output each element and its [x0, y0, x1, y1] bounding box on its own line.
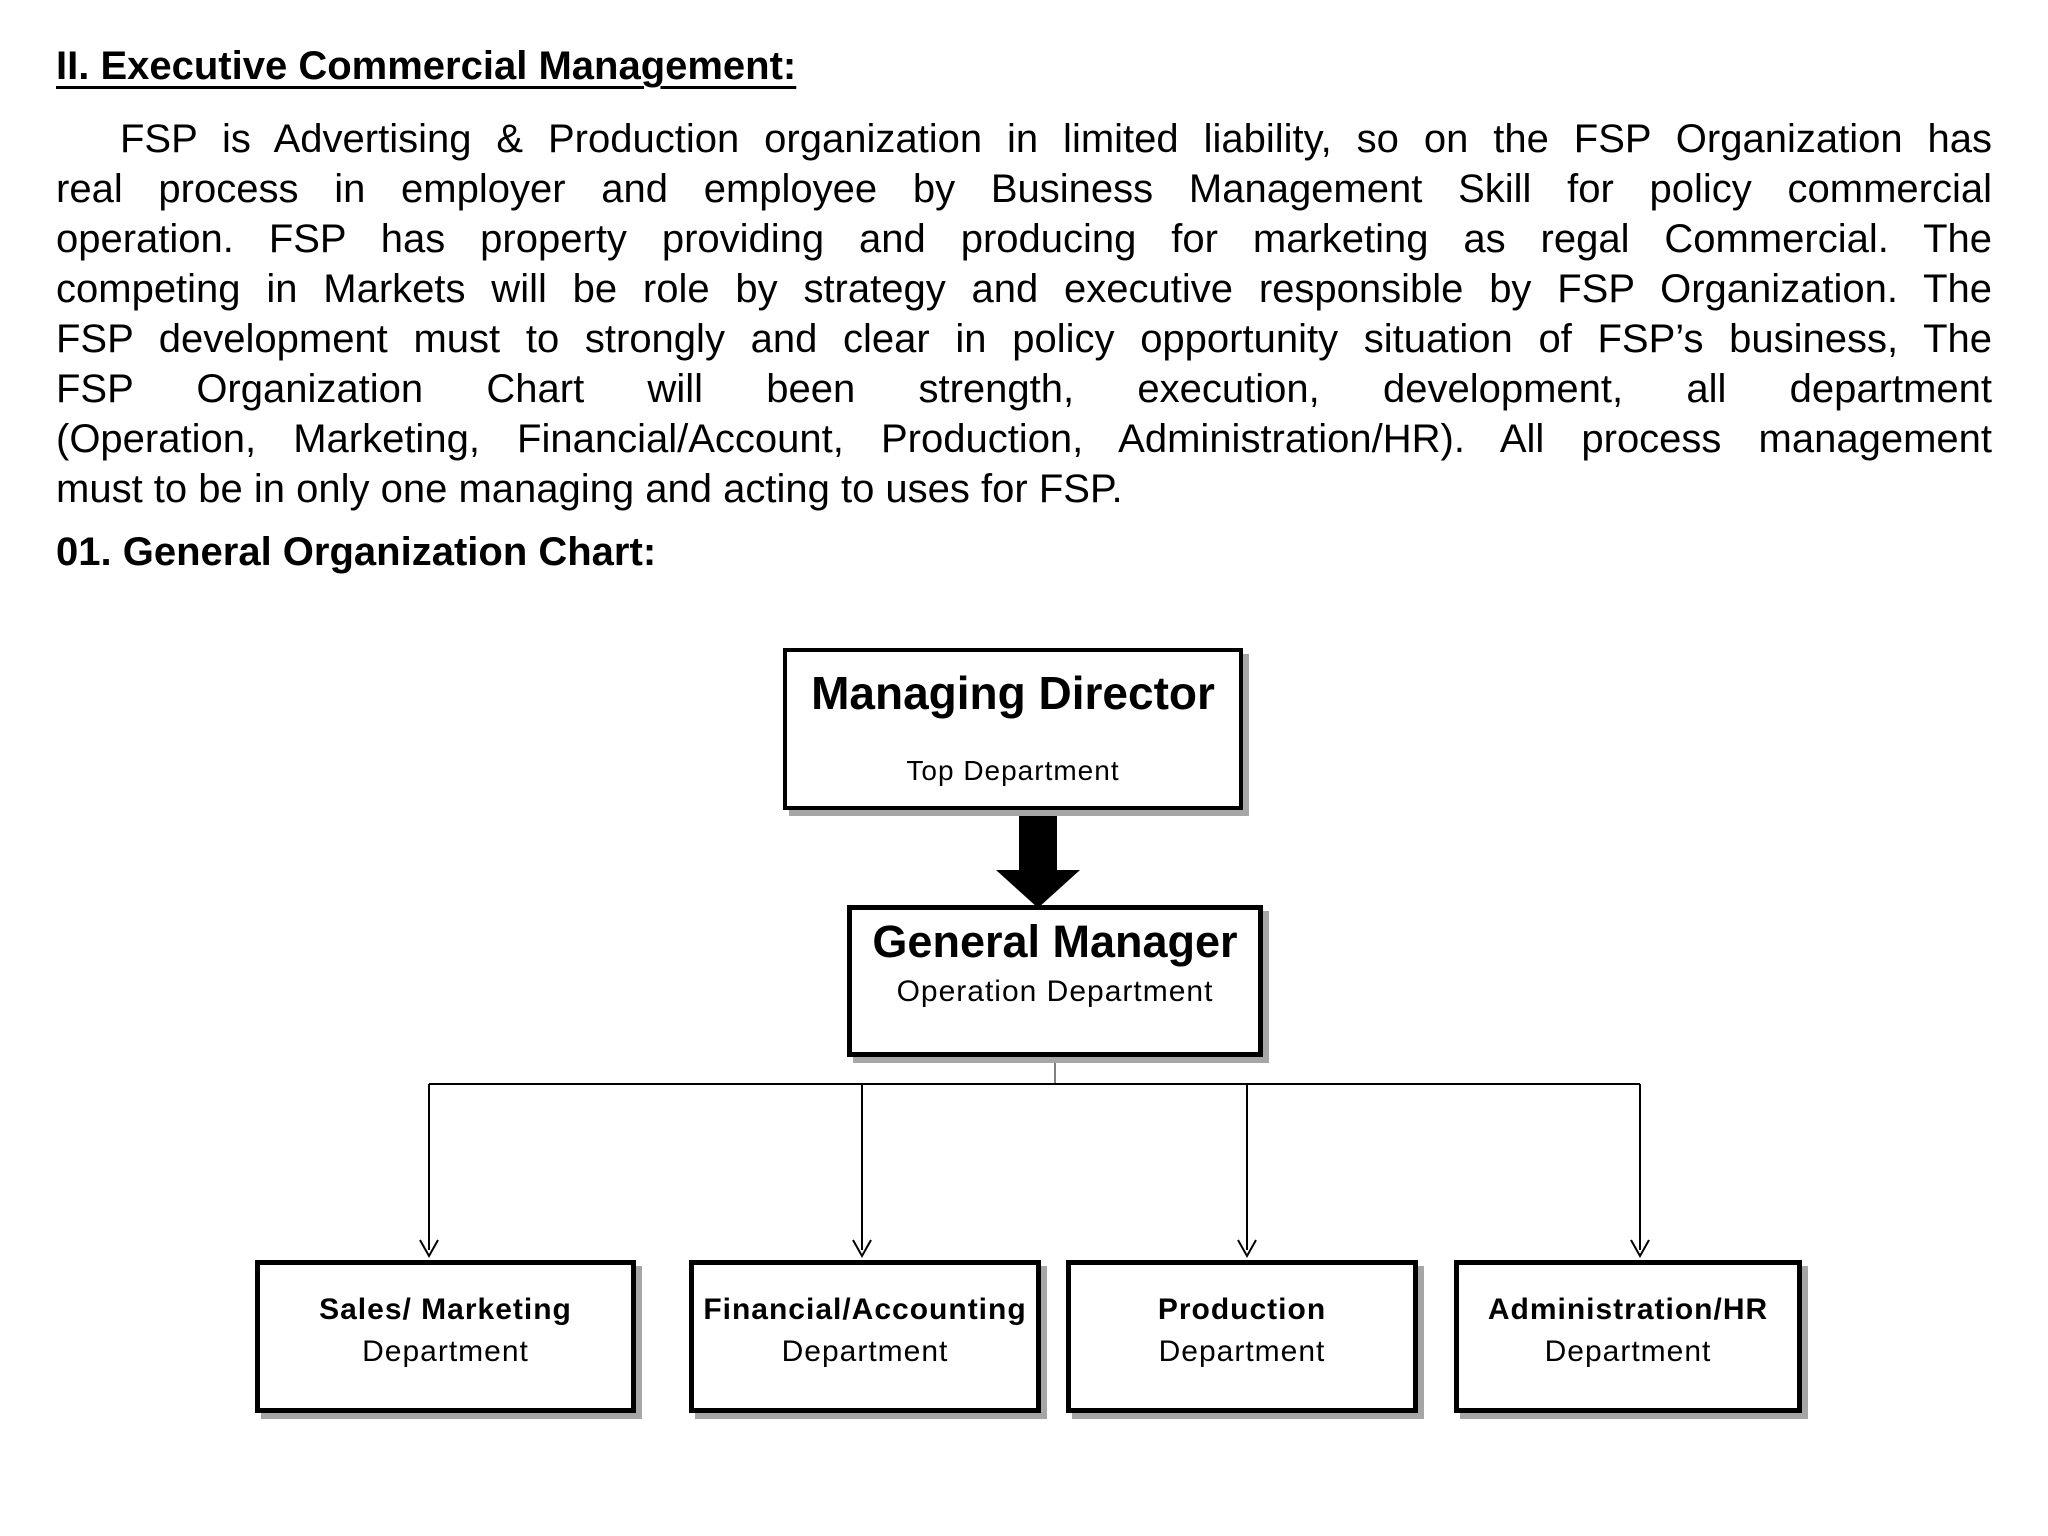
- org-box-managing-director: Managing Director Top Department: [783, 648, 1243, 810]
- org-box-production: Production Department: [1066, 1260, 1418, 1413]
- org-box-subtitle: Department: [1158, 1335, 1326, 1368]
- body-paragraph: FSP is Advertising & Production organiza…: [56, 114, 1992, 514]
- org-box-title: Administration/HR: [1487, 1293, 1769, 1326]
- org-box-general-manager: General Manager Operation Department: [847, 905, 1263, 1057]
- section-heading: II. Executive Commercial Management:: [56, 44, 797, 88]
- down-arrow-icon: [996, 870, 1080, 908]
- paragraph-line: operation. FSP has property providing an…: [56, 217, 1992, 261]
- org-box-subtitle: Department: [1544, 1335, 1712, 1368]
- org-box-title: General Manager: [872, 916, 1238, 967]
- org-box-subtitle: Operation Department: [896, 975, 1214, 1008]
- arrowhead-icon: [419, 1239, 439, 1259]
- arrowhead-icon: [1630, 1239, 1650, 1259]
- org-box-subtitle: Department: [362, 1335, 529, 1368]
- paragraph-line: FSP development must to strongly and cle…: [56, 317, 1992, 361]
- down-arrow-icon: [1019, 812, 1057, 872]
- paragraph-line: FSP Organization Chart will been strengt…: [56, 367, 1992, 411]
- org-box-title: Managing Director: [811, 667, 1215, 719]
- arrowhead-icon: [1237, 1239, 1257, 1259]
- paragraph-line: must to be in only one managing and acti…: [56, 467, 1123, 511]
- org-box-title: Financial/Accounting: [703, 1293, 1027, 1326]
- paragraph-line: real process in employer and employee by…: [56, 167, 1992, 211]
- text-content: II. Executive Commercial Management: FSP…: [0, 0, 2048, 576]
- subsection-heading: 01. General Organization Chart:: [56, 530, 657, 574]
- paragraph-line: (Operation, Marketing, Financial/Account…: [56, 417, 1992, 461]
- org-box-title: Sales/ Marketing: [319, 1293, 572, 1326]
- paragraph-line: FSP is Advertising & Production organiza…: [120, 117, 1992, 161]
- org-box-subtitle: Department: [781, 1335, 949, 1368]
- org-box-sales-marketing: Sales/ Marketing Department: [255, 1260, 636, 1413]
- org-box-title: Production: [1157, 1293, 1327, 1326]
- org-box-administration-hr: Administration/HR Department: [1454, 1260, 1802, 1413]
- paragraph-line: competing in Markets will be role by str…: [56, 267, 1992, 311]
- arrowhead-icon: [852, 1239, 872, 1259]
- org-box-financial-accounting: Financial/Accounting Department: [689, 1260, 1041, 1413]
- org-box-subtitle: Top Department: [906, 755, 1120, 786]
